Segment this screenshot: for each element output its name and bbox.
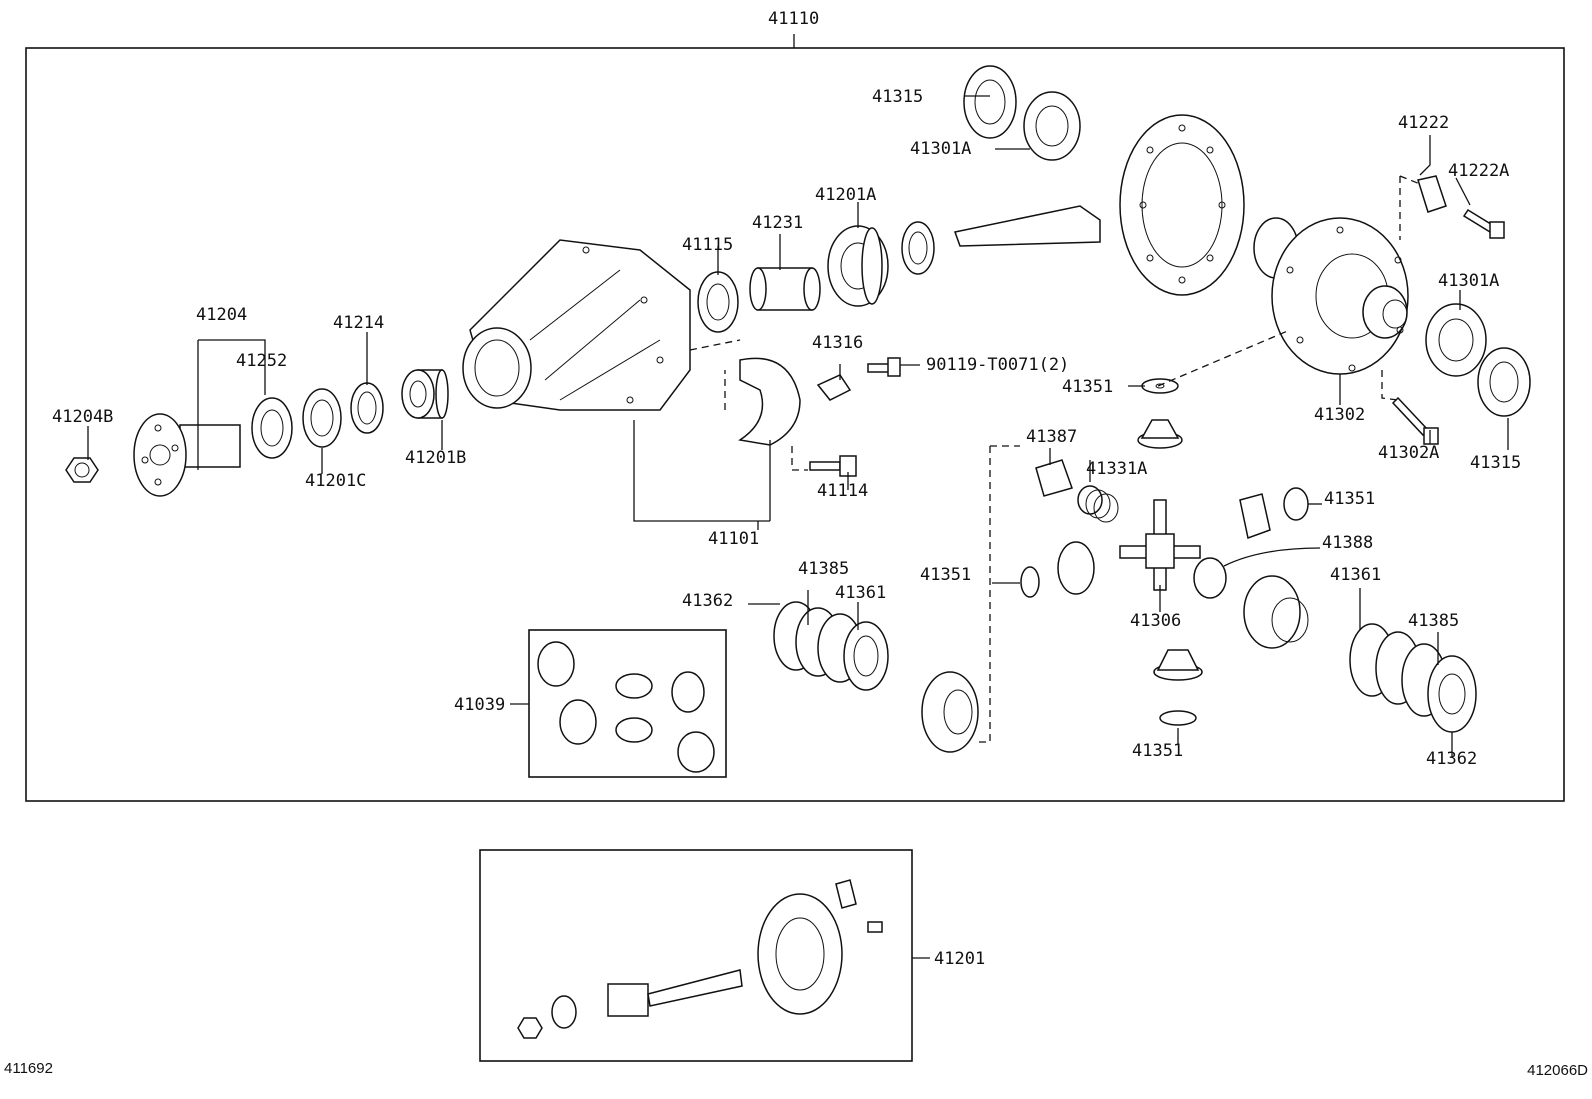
bearing-race-41301a-right <box>1425 303 1487 377</box>
spacer-41201c <box>302 388 342 448</box>
label-41101[interactable]: 41101 <box>708 529 759 549</box>
pinion-gear-upper <box>1137 419 1183 449</box>
bolt-41302a <box>1391 396 1439 445</box>
label-41315-top[interactable]: 41315 <box>872 87 923 107</box>
label-41315-right[interactable]: 41315 <box>1470 453 1521 473</box>
label-41114[interactable]: 41114 <box>817 481 868 501</box>
pinion-washer-41351-a <box>1141 378 1179 394</box>
label-41331a[interactable]: 41331A <box>1086 459 1147 479</box>
pinion-washer-41351-d <box>1159 710 1197 726</box>
spacer-41231 <box>749 267 821 311</box>
lock-plate-41222 <box>1417 175 1447 213</box>
side-gear-right <box>1243 575 1309 649</box>
lock-plate-41316 <box>816 374 852 401</box>
spring-41331a <box>1077 485 1119 523</box>
label-41316[interactable]: 41316 <box>812 333 863 353</box>
label-41351-a[interactable]: 41351 <box>1062 377 1113 397</box>
clutch-plates-left <box>773 601 889 691</box>
leader-lines <box>87 95 1509 959</box>
label-41301a-top[interactable]: 41301A <box>910 139 971 159</box>
washer-41214 <box>350 382 384 434</box>
label-41204b[interactable]: 41204B <box>52 407 113 427</box>
pinion-shaft-41306 <box>1119 499 1201 591</box>
side-gear-left <box>921 671 979 753</box>
clutch-plates-right <box>1349 623 1477 733</box>
diagram-code-left: 411692 <box>4 1060 53 1077</box>
label-41039[interactable]: 41039 <box>454 695 505 715</box>
bearing-41315-top <box>963 65 1017 139</box>
differential-carrier-41101 <box>462 239 691 411</box>
label-41301a-right[interactable]: 41301A <box>1438 271 1499 291</box>
bearing-41201a <box>827 225 889 307</box>
label-41306[interactable]: 41306 <box>1130 611 1181 631</box>
label-41351-d[interactable]: 41351 <box>1132 741 1183 761</box>
label-41388[interactable]: 41388 <box>1322 533 1373 553</box>
label-41302[interactable]: 41302 <box>1314 405 1365 425</box>
oil-seal-41115 <box>697 271 739 333</box>
plate-41387 <box>1035 459 1073 497</box>
side-gear-washer-41351-b <box>1283 487 1309 521</box>
label-41351-c[interactable]: 41351 <box>920 565 971 585</box>
label-41201a[interactable]: 41201A <box>815 185 876 205</box>
label-41361-left[interactable]: 41361 <box>835 583 886 603</box>
pinion-washer-41351-c <box>1020 566 1040 598</box>
oil-seal-41252 <box>251 397 293 459</box>
label-41110[interactable]: 41110 <box>768 9 819 29</box>
thrust-washer-41388 <box>1193 557 1227 599</box>
bolt-90119 <box>867 357 901 377</box>
bearing-race-41301a-top <box>1023 91 1081 161</box>
ring-and-pinion <box>954 114 1245 296</box>
label-41222[interactable]: 41222 <box>1398 113 1449 133</box>
bolt-41114 <box>809 455 857 477</box>
label-41115[interactable]: 41115 <box>682 235 733 255</box>
label-41204[interactable]: 41204 <box>196 305 247 325</box>
label-41252[interactable]: 41252 <box>236 351 287 371</box>
label-41385-left[interactable]: 41385 <box>798 559 849 579</box>
label-41201b[interactable]: 41201B <box>405 448 466 468</box>
label-41361-right[interactable]: 41361 <box>1330 565 1381 585</box>
label-41222a[interactable]: 41222A <box>1448 161 1509 181</box>
label-41387[interactable]: 41387 <box>1026 427 1077 447</box>
label-41385-right[interactable]: 41385 <box>1408 611 1459 631</box>
gear-set-41201-frame <box>479 849 913 1062</box>
bolt-41222a <box>1462 208 1505 239</box>
pinion-gear-right <box>1239 493 1271 540</box>
label-41302a[interactable]: 41302A <box>1378 443 1439 463</box>
label-90119[interactable]: 90119-T0071(2) <box>926 355 1069 375</box>
label-41214[interactable]: 41214 <box>333 313 384 333</box>
part-labels: 41110 41315 41301A 41222 41222A 41201A 4… <box>52 9 1521 969</box>
gear-set-41201 <box>517 879 883 1039</box>
label-41231[interactable]: 41231 <box>752 213 803 233</box>
companion-flange-nut-41204b <box>65 457 99 483</box>
label-41201c[interactable]: 41201C <box>305 471 366 491</box>
pinion-gear-lower <box>1153 649 1203 681</box>
diagram-code-right: 412066D <box>1527 1062 1588 1079</box>
assembly-dashed-lines <box>689 175 1421 743</box>
label-41351-b[interactable]: 41351 <box>1324 489 1375 509</box>
companion-flange-41204 <box>133 413 241 497</box>
label-41201[interactable]: 41201 <box>934 949 985 969</box>
pinion-gear-left <box>1057 541 1095 595</box>
assembly-41110-frame <box>25 34 1565 802</box>
differential-case-41302 <box>1253 217 1409 375</box>
washer-small-upper <box>901 221 935 275</box>
gear-kit-41039 <box>537 641 715 773</box>
bearing-41315-right <box>1477 347 1531 417</box>
bearing-cap-41101 <box>738 357 801 446</box>
bearing-41201b <box>401 369 449 419</box>
label-41362-right[interactable]: 41362 <box>1426 749 1477 769</box>
label-41362-left[interactable]: 41362 <box>682 591 733 611</box>
